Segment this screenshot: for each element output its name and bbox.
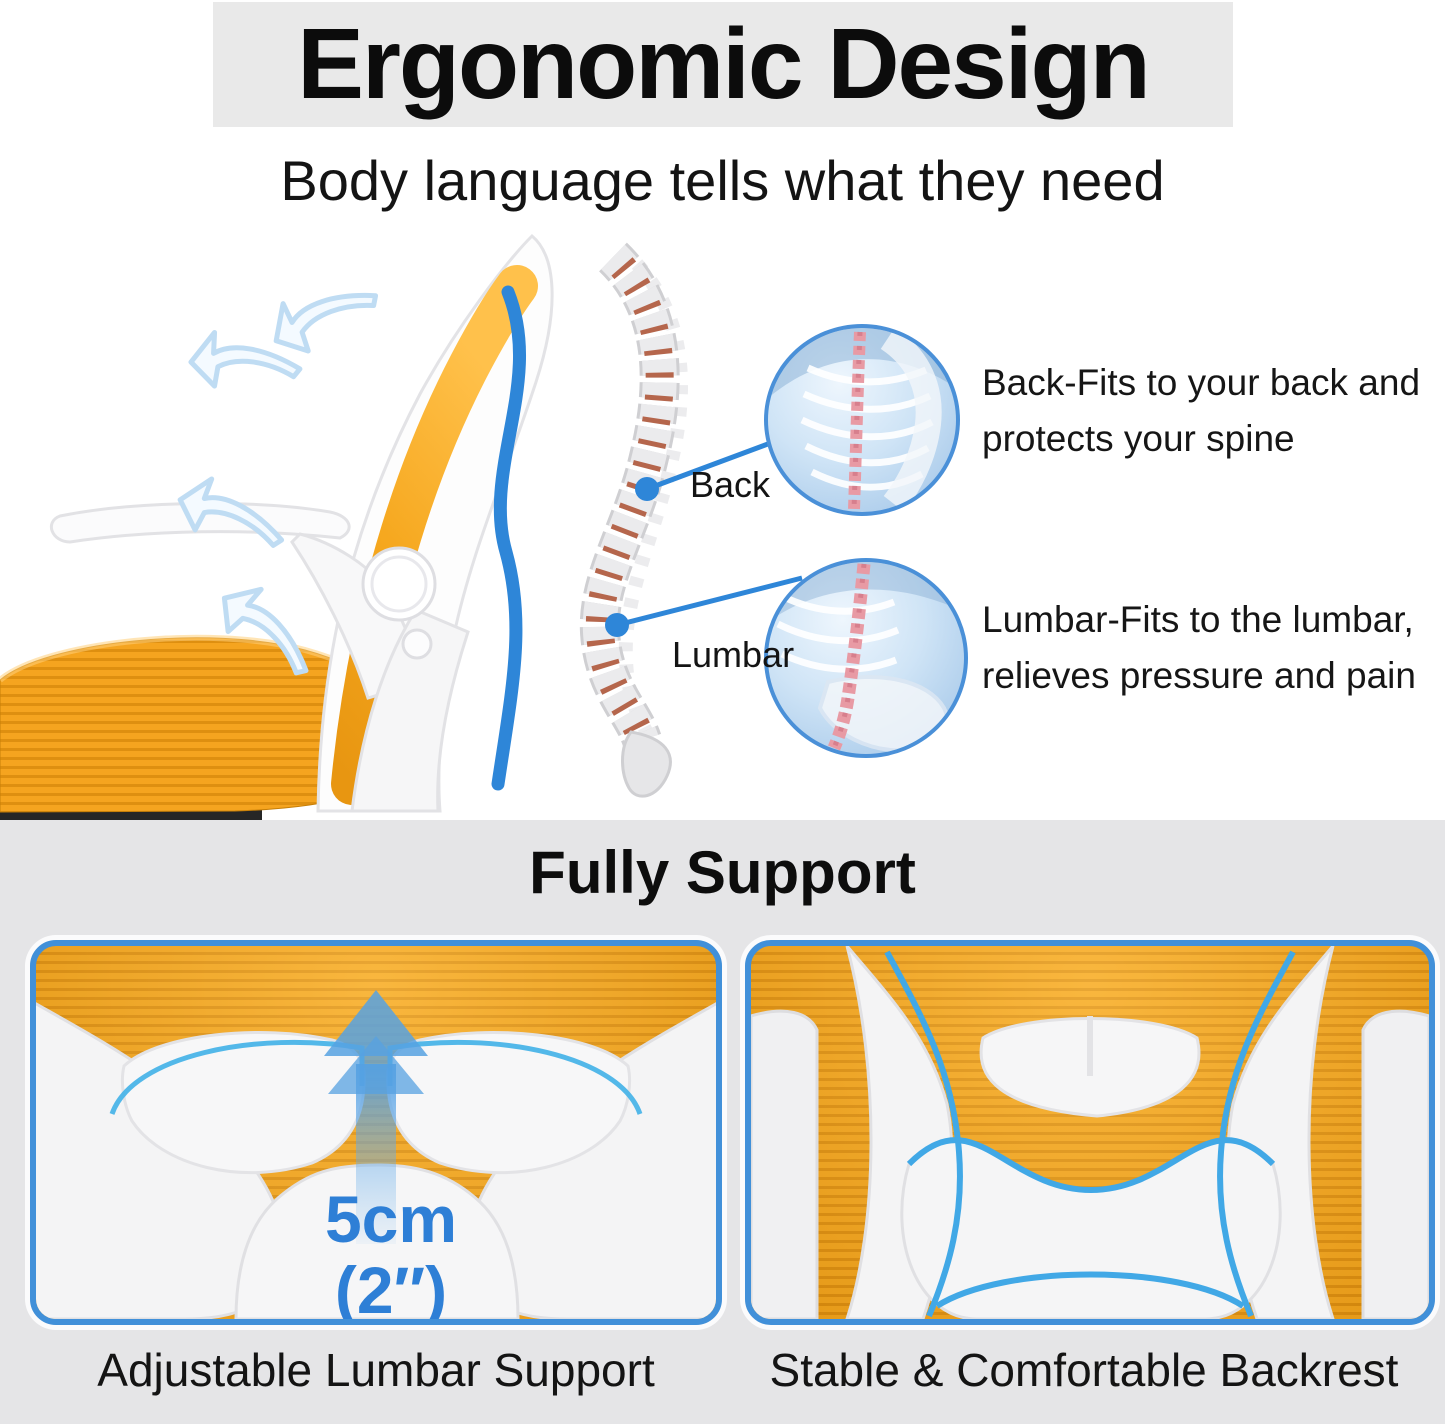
spine-illustration xyxy=(579,242,689,798)
armrest-right-hint xyxy=(1361,1009,1429,1319)
spine-discs xyxy=(585,246,674,745)
right-panel-caption: Stable & Comfortable Backrest xyxy=(769,1344,1399,1396)
backrest-panel-art xyxy=(751,946,1429,1319)
lumbar-closeup-image xyxy=(764,558,968,758)
page-subtitle: Body language tells what they need xyxy=(280,149,1165,212)
back-note: Back-Fits to your back and protects your… xyxy=(982,362,1421,459)
lumbar-pad-right xyxy=(386,1031,632,1175)
backrest-support xyxy=(350,608,470,813)
header-bar: Ergonomic Design xyxy=(213,2,1233,127)
backrest-outline xyxy=(884,950,1296,1318)
spine-curve-line xyxy=(491,285,526,791)
support-section-title: Fully Support xyxy=(529,839,916,906)
lift-measurement-cm: 5cm xyxy=(324,1182,458,1256)
lift-measurement-inch: (2″) xyxy=(334,1253,448,1325)
sacrum xyxy=(621,730,672,798)
lumbar-panel-art xyxy=(36,990,716,1319)
chair-side-illustration xyxy=(0,233,554,824)
lift-measurement: 5cm (2″) xyxy=(251,1182,531,1325)
back-label: Back xyxy=(690,464,771,505)
back-skeleton-art xyxy=(768,328,956,512)
left-panel-caption: Adjustable Lumbar Support xyxy=(97,1344,655,1396)
armrest-left-hint xyxy=(751,1009,819,1319)
lumbar-skeleton-art xyxy=(768,562,964,753)
armrest-hinge xyxy=(361,546,437,622)
lumbar-pad-left xyxy=(120,1031,366,1175)
hinge-knob xyxy=(401,628,433,660)
lumbar-support-panel: 5cm (2″) xyxy=(30,940,722,1325)
backrest-panel xyxy=(745,940,1435,1325)
lumbar-label: Lumbar xyxy=(672,634,795,675)
lumbar-note: Lumbar-Fits to the lumbar, relieves pres… xyxy=(982,599,1416,696)
page-title: Ergonomic Design xyxy=(297,8,1150,120)
back-closeup-image xyxy=(764,324,960,516)
lift-arrow-icon xyxy=(324,990,428,1244)
